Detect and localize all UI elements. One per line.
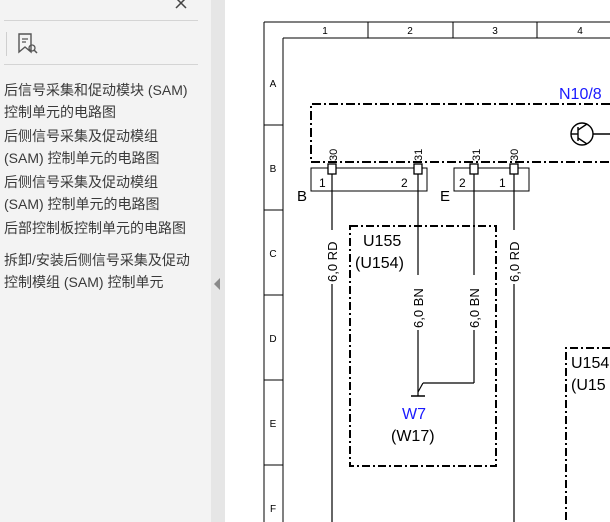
pin-label: 30	[328, 149, 340, 161]
wire-label: 6,0 BN	[411, 288, 426, 328]
component-u15-right-label: (U15	[571, 377, 606, 394]
column-label: 1	[322, 26, 328, 37]
connector-e	[453, 167, 530, 192]
collapse-arrow-icon[interactable]	[214, 278, 220, 290]
pin-number: 1	[499, 176, 506, 190]
connector-pin	[469, 163, 479, 175]
component-u154-right-label: U154	[571, 355, 609, 372]
transistor-icon	[570, 122, 610, 146]
row-label: B	[270, 164, 277, 175]
connector-e-label: E	[440, 188, 450, 205]
row-label: F	[270, 504, 276, 515]
pin-number: 2	[459, 176, 466, 190]
wiring-diagram: 1 2 3 4 A B C D E F N10/8	[263, 21, 610, 522]
u154-box	[565, 347, 610, 522]
wire-label: 6,0 BN	[467, 288, 482, 328]
bookmark-item[interactable]: 后信号采集和促动模块 (SAM) 控制单元的电路图	[4, 82, 188, 120]
connector-b-label: B	[297, 188, 307, 205]
wires	[331, 174, 515, 522]
component-u155-label: U155	[363, 233, 401, 250]
n10-module-box	[310, 103, 610, 163]
component-w7-label: W7	[402, 406, 426, 423]
component-u154-label: (U154)	[355, 255, 404, 272]
column-label: 3	[492, 26, 498, 37]
row-label: D	[269, 334, 276, 345]
pin-label: 31	[413, 149, 425, 161]
pin-number: 2	[401, 176, 408, 190]
component-w17-label: (W17)	[391, 428, 435, 445]
connector-pin	[327, 163, 337, 175]
row-label: E	[270, 419, 277, 430]
connector-pin	[413, 163, 423, 175]
close-icon[interactable]	[172, 0, 192, 12]
diagram-frame	[263, 21, 610, 522]
pin-number: 1	[319, 176, 326, 190]
document-viewer[interactable]: 1 2 3 4 A B C D E F N10/8	[225, 0, 610, 522]
sidebar-resize-handle[interactable]	[211, 0, 225, 522]
sidebar-divider-line	[4, 20, 198, 21]
bookmark-item[interactable]: 后侧信号采集及促动模组 (SAM) 控制单元的电路图	[4, 128, 160, 166]
wire-label: 6,0 RD	[325, 242, 340, 282]
pin-label: 31	[471, 149, 483, 161]
pin-label: 30	[509, 149, 521, 161]
column-label: 2	[407, 26, 413, 37]
bookmark-item[interactable]: 后部控制板控制单元的电路图	[4, 220, 186, 236]
bookmark-list: 后信号采集和促动模块 (SAM) 控制单元的电路图 后侧信号采集及促动模组 (S…	[4, 79, 200, 295]
outline-sidebar: 后信号采集和促动模块 (SAM) 控制单元的电路图 后侧信号采集及促动模组 (S…	[0, 0, 211, 522]
toolbar-separator	[6, 32, 7, 56]
bookmark-icon[interactable]	[14, 31, 40, 57]
connector-pin	[509, 163, 519, 175]
sidebar-divider-line	[4, 64, 198, 65]
row-label: A	[270, 79, 277, 90]
u155-box	[349, 225, 497, 467]
component-n10-label: N10/8	[559, 86, 602, 103]
wire-label: 6,0 RD	[507, 242, 522, 282]
row-label: C	[269, 249, 276, 260]
connector-b	[310, 167, 428, 192]
bookmark-item[interactable]: 后侧信号采集及促动模组 (SAM) 控制单元的电路图	[4, 174, 160, 212]
bookmark-item[interactable]: 拆卸/安装后侧信号采集及促动控制模组 (SAM) 控制单元	[4, 252, 190, 290]
column-label: 4	[577, 26, 583, 37]
